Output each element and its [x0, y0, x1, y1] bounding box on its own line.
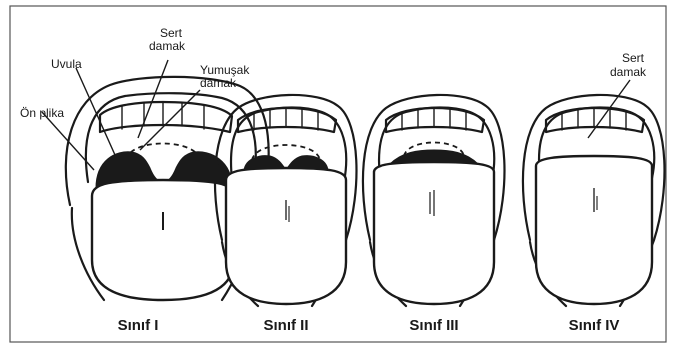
caption-class-3: Sınıf III	[409, 317, 458, 334]
tongue-3	[374, 162, 494, 304]
label-anterior-pillar: Ön plika	[20, 106, 64, 120]
label-uvula: Uvula	[51, 57, 82, 71]
caption-class-2: Sınıf II	[264, 317, 309, 334]
tongue-1	[92, 180, 234, 300]
label-hard-palate-1-line2: damak	[149, 39, 186, 53]
tongue-2	[226, 168, 346, 304]
label-soft-palate-line2: damak	[200, 76, 237, 90]
label-hard-palate-1-line1: Sert	[160, 26, 183, 40]
label-hard-palate-4-line2: damak	[610, 65, 647, 79]
caption-class-1: Sınıf I	[118, 317, 159, 334]
tongue-4	[536, 156, 652, 304]
label-soft-palate-line1: Yumuşak	[200, 63, 250, 77]
caption-class-4: Sınıf IV	[569, 317, 620, 334]
label-hard-palate-4-line1: Sert	[622, 51, 645, 65]
